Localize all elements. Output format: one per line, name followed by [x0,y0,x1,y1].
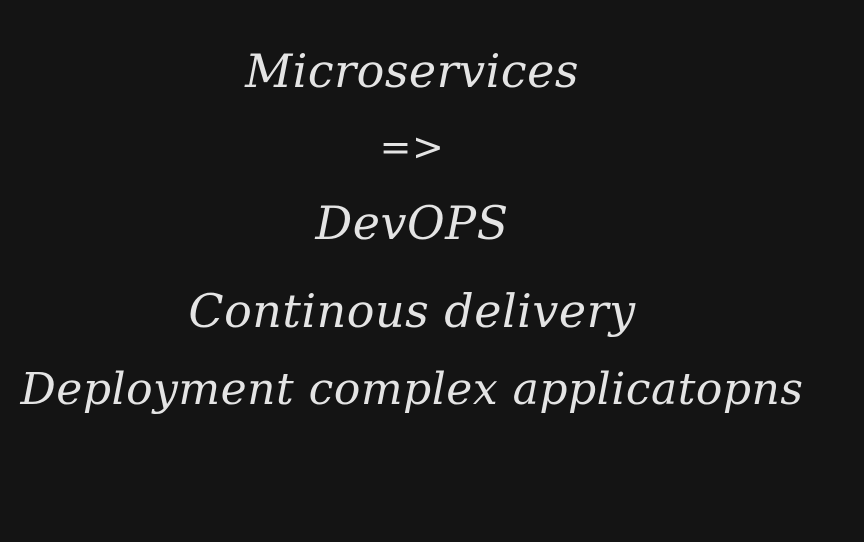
slide-line-arrow: => [379,125,445,169]
slide-line-deployment: Deployment complex applicatopns [20,364,804,415]
slide-line-devops: DevOPS [315,196,509,250]
slide-line-continuous-delivery: Continous delivery [188,284,636,338]
slide-line-microservices: Microservices [245,44,579,98]
